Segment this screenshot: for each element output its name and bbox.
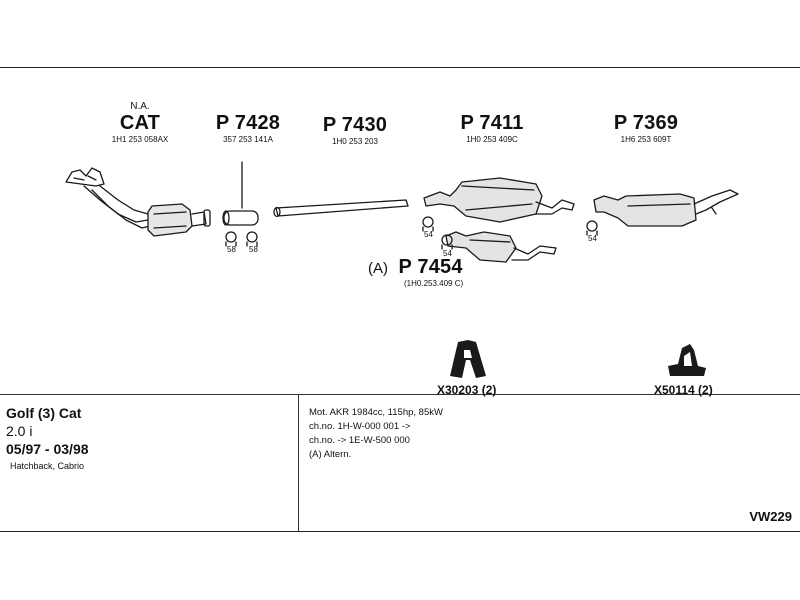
middle-pipe-drawing [273,199,409,218]
catalytic-converter-drawing [65,167,211,237]
p7454-prefix: (A) [368,260,388,277]
p7430-code: P 7430 [322,114,388,136]
part-p7411-label: P 7411 1H0 253 409C [452,112,532,144]
vehicle-period: 05/97 - 03/98 [6,441,89,457]
clamp-drawing-54b [441,234,453,250]
hanger-x50114-label: X50114 (2) [654,383,713,397]
clamp-drawing-58a [225,231,237,247]
p7428-number: 357 253 141A [223,135,273,144]
vehicle-model: Golf (3) Cat [6,405,82,421]
detail-chassis-from: ch.no. 1H-W-000 001 -> [309,421,411,432]
info-column-divider [298,394,299,531]
p7411-code: P 7411 [460,112,524,134]
p7430-number: 1H0 253 203 [332,137,378,146]
info-divider [0,394,800,395]
hanger-drawing-x50114 [668,344,706,376]
detail-engine: Mot. AKR 1984cc, 115hp, 85kW [309,407,443,418]
vehicle-details: Mot. AKR 1984cc, 115hp, 85kW ch.no. 1H-W… [309,406,443,462]
part-p7428-label: P 7428 357 253 141A [208,112,288,144]
part-p7430-label: P 7430 1H0 253 203 [315,114,395,146]
p7454-code: P 7454 [398,256,463,278]
p7454-number: (1H0.253.409 C) [404,279,464,288]
clamp-drawing-54c [586,220,598,236]
cat-note: N.A. [130,101,150,112]
part-cat-label: N.A. CAT 1H1 253 058AX [108,101,172,144]
hanger-drawing-x30203 [450,340,486,378]
detail-alternative: (A) Altern. [309,449,352,460]
vehicle-body: Hatchback, Cabrio [10,461,85,471]
p7411-number: 1H0 253 409C [466,135,518,144]
p7369-number: 1H6 253 609T [620,135,672,144]
part-p7369-label: P 7369 1H6 253 609T [606,112,686,144]
p7369-code: P 7369 [613,112,679,134]
alternative-silencer-drawing [445,231,557,263]
p7428-code: P 7428 [215,112,281,134]
clamp-number-58a: 58 [227,245,236,254]
clamp-number-54c: 54 [588,234,597,243]
cat-number: 1H1 253 058AX [111,135,169,144]
reference-code: VW229 [749,509,792,524]
clamp-number-58b: 58 [249,245,258,254]
diagram-frame [0,67,800,532]
clamp-drawing-54a [422,216,434,232]
clamp-number-54a: 54 [424,230,433,239]
vehicle-info: Golf (3) Cat 2.0 i 05/97 - 03/98 Hatchba… [6,405,291,471]
rear-silencer-drawing [593,189,739,227]
cat-code: CAT [119,112,161,134]
middle-silencer-drawing [423,177,575,223]
clamp-number-54b: 54 [443,249,452,258]
part-p7454-label: (A) P 7454 (1H0.253.409 C) [368,256,478,288]
hanger-x30203-label: X30203 (2) [437,383,497,397]
clamp-drawing-58b [246,231,258,247]
detail-chassis-to: ch.no. -> 1E-W-500 000 [309,435,410,446]
vehicle-engine: 2.0 i [6,423,33,439]
connector-tube-drawing [222,161,259,226]
